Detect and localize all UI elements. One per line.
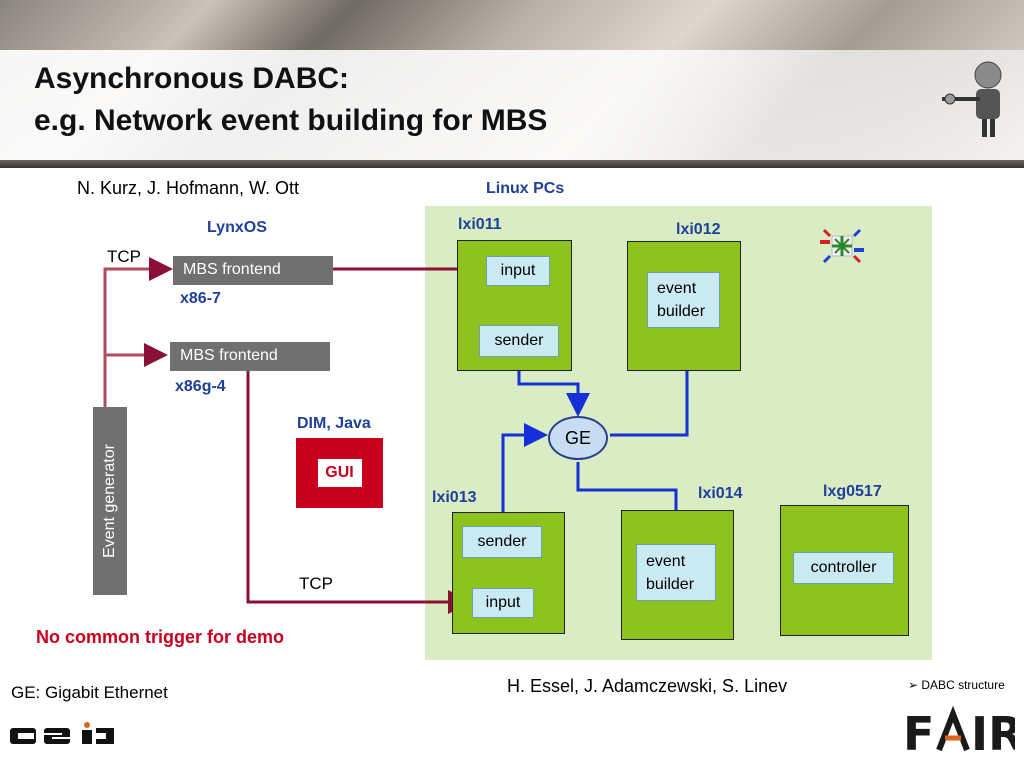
header-banner-fade <box>0 50 1024 160</box>
lxi014-builder-line2: builder <box>646 576 695 593</box>
tcp-label-bottom: TCP <box>299 574 333 593</box>
header-divider <box>0 160 1024 168</box>
linux-pcs-label: Linux PCs <box>486 180 565 197</box>
authors-top: N. Kurz, J. Hofmann, W. Ott <box>77 178 300 198</box>
mbs-frontend-1[interactable]: MBS frontend <box>173 256 333 285</box>
no-trigger-note: No common trigger for demo <box>36 627 285 647</box>
gigabit-ethernet-switch[interactable]: GE <box>548 416 608 460</box>
lxi014-builder-line1: event <box>646 553 686 570</box>
network-switch-icon <box>820 228 864 264</box>
node-lxi013-name: lxi013 <box>432 489 477 506</box>
tcp-wire-top <box>103 257 173 408</box>
gui-box[interactable]: GUI <box>296 438 383 508</box>
authors-bottom: H. Essel, J. Adamczewski, S. Linev <box>507 676 788 696</box>
mbs-frontend-2-host: x86g-4 <box>175 378 226 395</box>
gui-button[interactable]: GUI <box>317 459 362 487</box>
lxi012-event-builder[interactable]: event builder <box>647 272 720 328</box>
mbs-frontend-1-label: MBS frontend <box>183 261 281 278</box>
dim-java-label: DIM, Java <box>297 415 371 432</box>
event-generator-label: Event generator <box>101 444 119 558</box>
mbs-frontend-2[interactable]: MBS frontend <box>170 342 330 371</box>
mbs-frontend-1-host: x86-7 <box>180 290 221 307</box>
lxi014-event-builder[interactable]: event builder <box>636 544 716 601</box>
ge-legend: GE: Gigabit Ethernet <box>11 683 168 702</box>
lynxos-label: LynxOS <box>207 219 267 236</box>
lxi012-builder-line1: event <box>657 280 697 297</box>
svg-text:IR: IR <box>971 707 1015 758</box>
gsi-logo <box>10 722 114 744</box>
node-lxi011-name: lxi011 <box>458 216 502 233</box>
lxi011-sender[interactable]: sender <box>479 325 559 357</box>
sender013-to-ge-wire <box>501 423 548 525</box>
lxg0517-controller[interactable]: controller <box>793 552 894 584</box>
slide-title-line2: e.g. Network event building for MBS <box>34 104 548 137</box>
node-lxi012-name: lxi012 <box>676 221 721 238</box>
robot-icon <box>942 61 1002 137</box>
event-generator-box[interactable]: Event generator <box>93 407 127 595</box>
dabc-structure-link[interactable]: ➢ DABC structure <box>908 678 1005 692</box>
tcp-label-top: TCP <box>107 247 141 266</box>
mbs-frontend-2-label: MBS frontend <box>180 347 278 364</box>
dabc-structure-link-label: DABC structure <box>921 678 1005 692</box>
node-lxg0517-name: lxg0517 <box>823 483 882 500</box>
mbs2-to-input-wire <box>246 370 472 614</box>
fair-logo: F IR <box>903 705 1015 758</box>
slide-title-line1: Asynchronous DABC: <box>34 62 350 95</box>
lxi011-input[interactable]: input <box>486 256 550 286</box>
lxi013-sender[interactable]: sender <box>462 526 542 558</box>
sender011-to-ge-wire <box>517 358 590 417</box>
node-lxi014-name: lxi014 <box>698 485 743 502</box>
svg-text:F: F <box>903 707 934 758</box>
lxi013-input[interactable]: input <box>472 588 534 618</box>
lxi012-builder-line2: builder <box>657 303 706 320</box>
bullet-arrow-icon: ➢ <box>908 678 922 692</box>
